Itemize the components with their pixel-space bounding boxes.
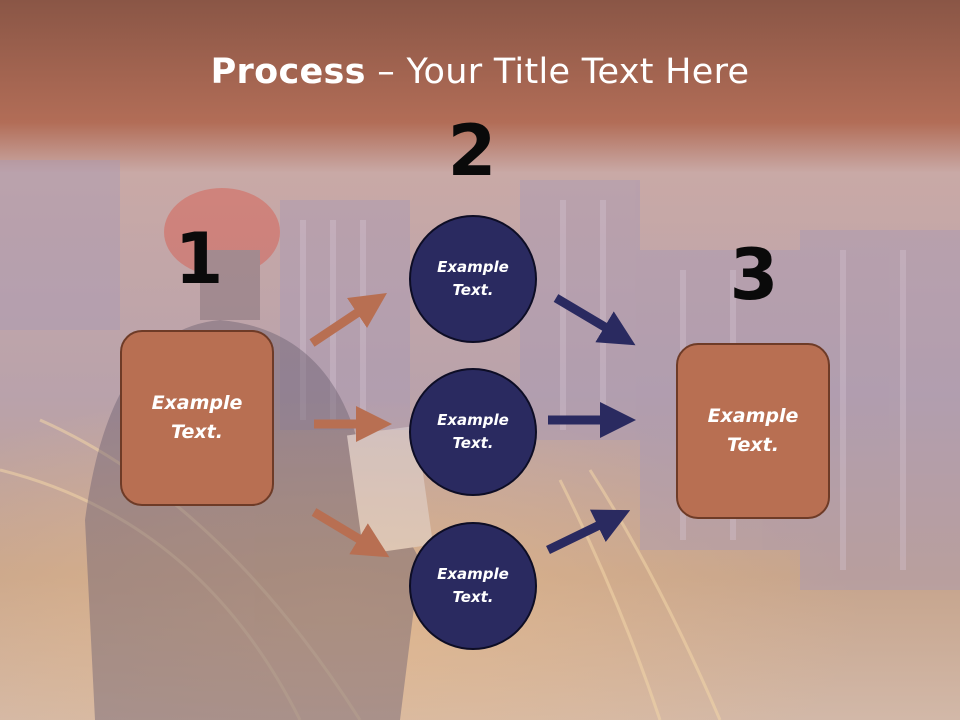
step-1-line2: Text. — [171, 421, 223, 443]
circle-bottom-line2: Text. — [452, 588, 494, 606]
arrow-1-to-top — [309, 293, 387, 347]
arrow-top-to-3 — [553, 294, 636, 346]
arrow-1-to-bottom — [311, 508, 390, 558]
step-2-circle-bottom: Example Text. — [409, 522, 537, 650]
step-number-1: 1 — [174, 218, 224, 300]
step-3-box: Example Text. — [676, 343, 830, 519]
arrow-bottom-to-3 — [546, 509, 631, 555]
step-3-line1: Example — [707, 405, 799, 427]
circle-middle-line1: Example — [437, 411, 509, 429]
title-bold: Process — [210, 52, 366, 92]
step-2-circle-middle: Example Text. — [409, 368, 537, 496]
step-1-line1: Example — [151, 392, 243, 414]
circle-top-line1: Example — [437, 258, 509, 276]
step-number-2: 2 — [447, 110, 497, 192]
title-rest: – Your Title Text Here — [365, 52, 750, 92]
circle-top-line2: Text. — [452, 281, 494, 299]
circle-middle-line2: Text. — [452, 434, 494, 452]
step-number-3: 3 — [729, 234, 779, 316]
step-2-circle-top: Example Text. — [409, 215, 537, 343]
circle-bottom-line1: Example — [437, 565, 509, 583]
step-3-line2: Text. — [727, 434, 779, 456]
slide-title: Process – Your Title Text Here — [0, 52, 960, 92]
step-1-box: Example Text. — [120, 330, 274, 506]
